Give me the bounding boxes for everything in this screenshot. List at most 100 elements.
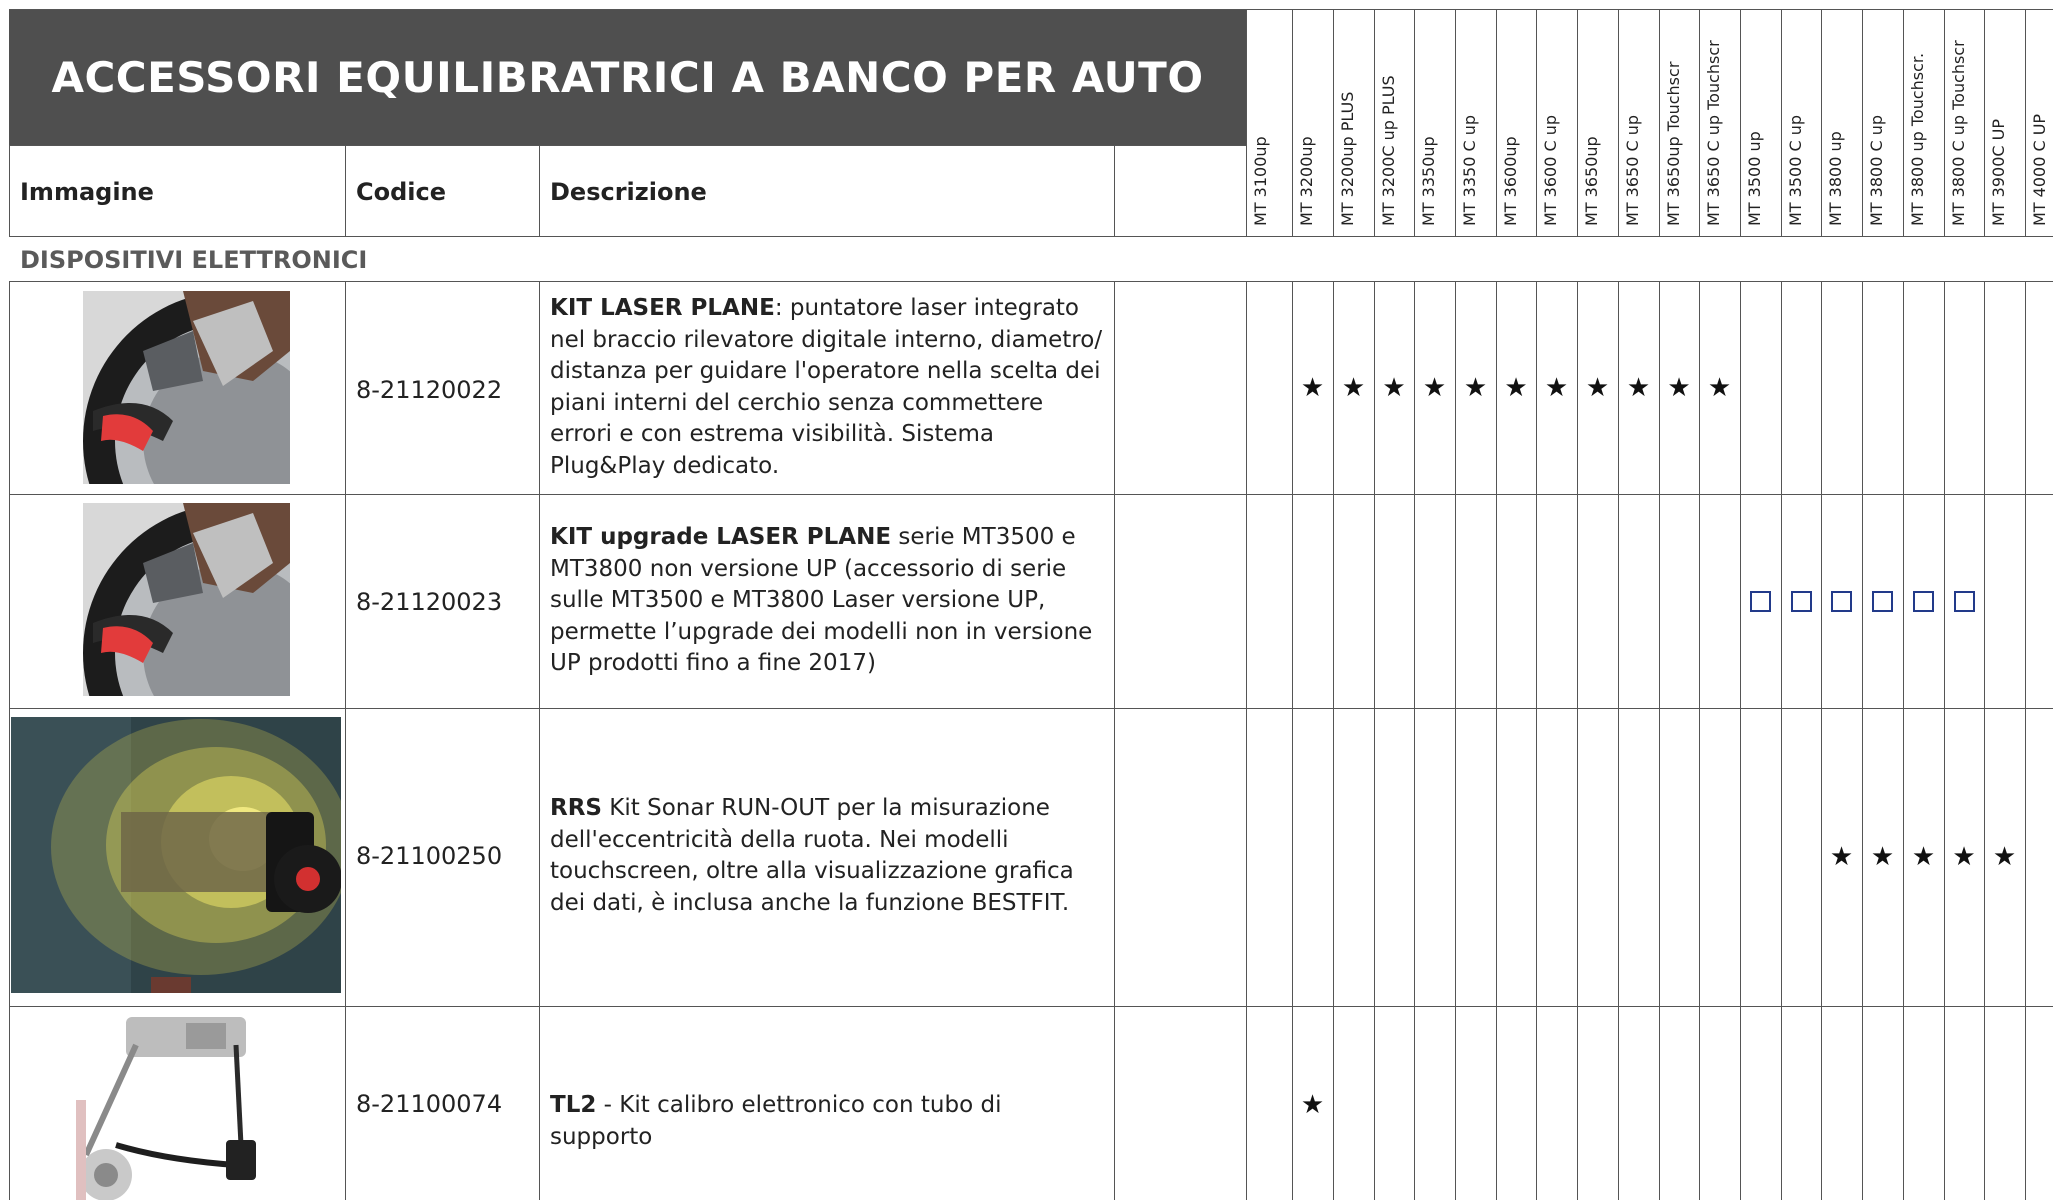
box-mark-square: [1790, 591, 1812, 612]
grid-vertical-line: [1577, 281, 1578, 1200]
row-code: 8-21120023: [356, 588, 503, 616]
grid-vertical-line: [1699, 281, 1700, 1200]
model-column-header: MT 3800 C up Touchscr: [1949, 12, 1972, 226]
grid-vertical-line: [1374, 281, 1375, 1200]
model-column-header: MT 3200up: [1297, 12, 1320, 226]
row-description: KIT upgrade LASER PLANE serie MT3500 e M…: [550, 522, 1110, 680]
laser-plane-wheel-image: [83, 291, 290, 484]
grid-vertical-line: [1659, 281, 1660, 1200]
model-name: MT 3600 C up: [1541, 114, 1560, 226]
model-column-header: MT 4000 C UP: [2030, 12, 2053, 226]
model-column-header: MT 3350 C up: [1460, 12, 1483, 226]
grid-horizontal-line: [9, 145, 1246, 146]
grid-vertical-line: [1114, 281, 1115, 1200]
grid-vertical-line: [1496, 9, 1497, 237]
grid-vertical-line: [1536, 9, 1537, 237]
compatible-star-mark: ★: [1382, 372, 1406, 403]
model-column-header: MT 3650up: [1582, 12, 1605, 226]
compatible-star-mark: ★: [1992, 842, 2017, 872]
compatible-star-mark: ★: [1300, 372, 1325, 403]
grid-horizontal-line: [9, 1006, 2053, 1007]
row-code: 8-21100250: [356, 842, 503, 870]
title-band: ACCESSORI EQUILIBRATRICI A BANCO PER AUT…: [9, 9, 1246, 145]
grid-vertical-line: [345, 145, 346, 237]
grid-vertical-line: [1740, 281, 1741, 1200]
electronic-caliper-image: [76, 1015, 266, 1200]
grid-vertical-line: [1618, 9, 1619, 237]
model-column-header: MT 3800 up: [1826, 12, 1849, 226]
compatible-star-mark: ★: [1870, 842, 1895, 872]
grid-vertical-line: [9, 145, 10, 237]
row-description: KIT LASER PLANE: puntatore laser integra…: [550, 293, 1110, 482]
model-column-header: MT 3350up: [1419, 12, 1442, 226]
grid-vertical-line: [1292, 281, 1293, 1200]
laser-plane-upgrade-wheel-image: [83, 503, 290, 696]
box-mark-square: [1831, 591, 1852, 612]
model-column-header: MT 3900C UP: [1989, 12, 2012, 226]
grid-horizontal-line: [9, 236, 2053, 237]
compatible-star-mark: ★: [1463, 372, 1488, 403]
row-code: 8-21100074: [356, 1090, 503, 1118]
optional-box-mark: [1862, 588, 1903, 614]
grid-vertical-line: [1862, 9, 1863, 237]
model-name: MT 3900C UP: [1989, 119, 2008, 226]
grid-vertical-line: [539, 145, 540, 237]
compatible-star-mark: ★: [1626, 372, 1651, 403]
model-name: MT 3500 up: [1745, 131, 1764, 226]
header-image: Immagine: [20, 178, 154, 206]
grid-vertical-line: [1414, 281, 1415, 1200]
row-description-text: Kit Sonar RUN-OUT per la misurazione del…: [550, 795, 1074, 916]
model-column-header: MT 3800 C up: [1867, 12, 1890, 226]
optional-box-mark: [1903, 588, 1944, 614]
optional-box-mark: [1740, 588, 1781, 614]
grid-vertical-line: [1618, 281, 1619, 1200]
grid-vertical-line: [1944, 281, 1945, 1200]
compatible-star-mark: ★: [1585, 372, 1610, 403]
grid-vertical-line: [1246, 281, 1247, 1200]
compatible-star-mark: ★: [1829, 842, 1854, 872]
row-code: 8-21120022: [356, 376, 503, 404]
box-mark-square: [1872, 591, 1893, 612]
row-description-title: RRS: [550, 795, 602, 821]
model-name: MT 3800 up: [1826, 131, 1845, 226]
grid-vertical-line: [1984, 281, 1985, 1200]
header-description: Descrizione: [550, 178, 707, 206]
grid-vertical-line: [1246, 9, 1247, 237]
grid-horizontal-line: [9, 708, 2053, 709]
grid-vertical-line: [2025, 9, 2026, 237]
grid-vertical-line: [1903, 9, 1904, 237]
grid-vertical-line: [1984, 9, 1985, 237]
model-name: MT 3600up: [1501, 136, 1520, 226]
box-mark-square: [1750, 591, 1771, 612]
grid-vertical-line: [345, 281, 346, 1200]
grid-vertical-line: [539, 281, 540, 1200]
grid-vertical-line: [2025, 281, 2026, 1200]
model-name: MT 3350 C up: [1460, 114, 1479, 226]
model-name: MT 3650 C up: [1623, 114, 1642, 226]
compatible-star-mark: ★: [1300, 1090, 1325, 1120]
model-column-header: MT 3500 up: [1745, 12, 1768, 226]
model-column-header: MT 3600up: [1501, 12, 1524, 226]
row-description-text: : puntatore laser integrato nel braccio …: [550, 295, 1103, 479]
grid-vertical-line: [1536, 281, 1537, 1200]
model-name: MT 3200C up PLUS: [1379, 75, 1398, 226]
row-description-title: KIT upgrade LASER PLANE: [550, 524, 892, 550]
box-mark-square: [1913, 591, 1934, 612]
section-title: DISPOSITIVI ELETTRONICI: [20, 246, 368, 274]
grid-vertical-line: [1577, 9, 1578, 237]
grid-vertical-line: [1333, 9, 1334, 237]
compatible-star-mark: ★: [1544, 372, 1569, 403]
header-code: Codice: [356, 178, 447, 206]
optional-box-mark: [1944, 588, 1984, 614]
grid-horizontal-line: [9, 494, 2053, 495]
compatible-star-mark: ★: [1504, 372, 1528, 403]
compatible-star-mark: ★: [1707, 372, 1732, 403]
grid-vertical-line: [1114, 145, 1115, 237]
grid-vertical-line: [1781, 9, 1782, 237]
model-column-header: MT 3650 C up: [1623, 12, 1646, 226]
sonar-runout-sensor-image: [11, 717, 341, 993]
row-description: TL2 - Kit calibro elettronico con tubo d…: [550, 1090, 1110, 1153]
row-description-text: - Kit calibro elettronico con tubo di su…: [550, 1092, 1002, 1150]
model-column-header: MT 3500 C up: [1786, 12, 1809, 226]
grid-vertical-line: [1781, 281, 1782, 1200]
